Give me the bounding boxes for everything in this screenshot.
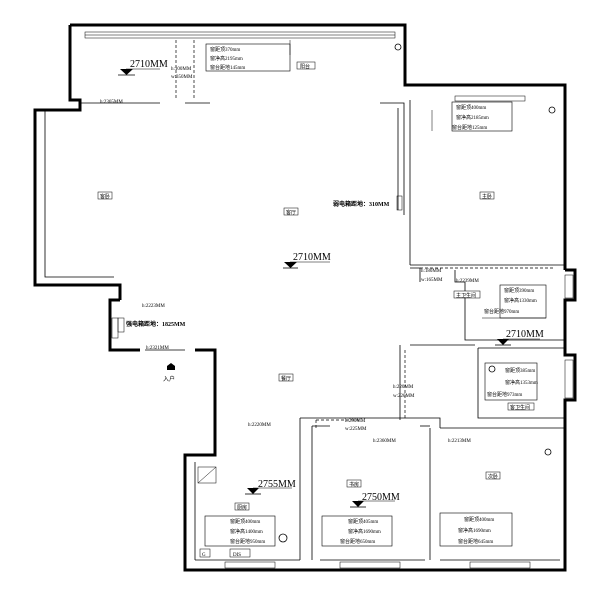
room-label-master-bath: 主卫生间 — [456, 292, 476, 299]
gas-mark: G — [202, 553, 206, 558]
beam-size: h:100MM — [171, 67, 192, 72]
weak-box-label: 弱电箱距地：310MM — [333, 200, 390, 208]
window-note-line: 窗距顶390mm — [504, 287, 534, 294]
window-note-line: 窗台距地973mm — [487, 391, 522, 398]
beam-labels: h:2365MM h:2223MM h:2321MM h:2220MM h:23… — [100, 67, 479, 444]
window-note-line: 窗距顶400mm — [456, 104, 486, 111]
room-label-balcony: 阳台 — [300, 63, 310, 70]
window-note-line: 窗净高2185mm — [456, 114, 489, 121]
drain-icon — [394, 43, 402, 51]
room-tags: 客卧 客厅 主卧 阳台 主卫生间 客卫生间 餐厅 厨房 书房 次卧 入户 — [97, 61, 535, 511]
room-label-guest-bedroom: 客卧 — [100, 193, 110, 200]
window-note-line: 窗距顶400mm — [230, 518, 260, 525]
window-note-line: 窗台距地125mm — [452, 124, 487, 131]
beam-height: h:2321MM — [146, 346, 169, 351]
window-note-bath2: 窗距顶385mm 窗净高1353mm 窗台距地973mm — [484, 362, 538, 401]
fixtures: G DIS — [199, 43, 556, 558]
beam-height: h:2360MM — [373, 439, 396, 444]
drain-icon — [278, 533, 288, 543]
beam-size: w:220MM — [393, 394, 415, 399]
beam-height: h:2239MM — [456, 279, 479, 284]
distribution-boxes: 弱电箱距地：310MM 强电箱距地：1825MM — [117, 195, 403, 333]
window-note-kitchen: 窗距顶400mm 窗净高1400mm 窗台距地950mm — [204, 515, 276, 547]
window-note-line: 窗距顶400mm — [464, 516, 494, 523]
window-note-line: 窗台距地950mm — [230, 538, 265, 545]
window-note-line: 窗净高1690mm — [458, 527, 491, 534]
window-note-study: 窗距顶405mm 窗净高1690mm 窗台距地650mm — [321, 515, 393, 547]
window-note-line: 窗台距地645mm — [458, 538, 493, 545]
entrance-label: 入户 — [163, 375, 175, 383]
height-marker-center: 2710MM — [283, 252, 331, 269]
room-label-kitchen: 厨房 — [237, 504, 247, 511]
window-note-line: 窗距顶370mm — [210, 46, 240, 53]
window-note-line: 窗净高1400mm — [230, 528, 263, 535]
height-marker-study: 2750MM — [350, 492, 400, 508]
beam-size: h:220MM — [393, 385, 414, 390]
window-note-bedroom: 窗距顶400mm 窗净高1690mm 窗台距地645mm — [439, 512, 513, 547]
window-note-line: 窗距顶405mm — [348, 518, 378, 525]
dis-mark: DIS — [233, 553, 241, 558]
beam-size: h:290MM — [345, 419, 366, 424]
height-label: 2710MM — [130, 59, 168, 70]
beam-height: h:2213MM — [448, 439, 471, 444]
home-icon — [167, 363, 175, 370]
drain-icon — [488, 365, 496, 373]
window-note-line: 窗净高1353mm — [505, 379, 538, 386]
window-note-bath1: 窗距顶390mm 窗净高1330mm 窗台距地970mm — [482, 284, 547, 319]
height-label: 2750MM — [362, 492, 400, 503]
window-note-line: 窗距顶385mm — [505, 367, 535, 374]
window-note-master: 窗距顶400mm 窗净高2185mm 窗台距地125mm — [431, 101, 513, 132]
height-label: 2755MM — [258, 479, 296, 490]
room-label-bedroom: 次卧 — [488, 473, 498, 480]
window-note-line: 窗台距地970mm — [484, 308, 519, 315]
beam-size: w:165MM — [421, 278, 443, 283]
height-label: 2710MM — [506, 329, 544, 340]
room-label-guest-bath: 客卫生间 — [510, 404, 530, 411]
window-note-line: 窗净高1690mm — [348, 528, 381, 535]
beam-size: w:225MM — [345, 427, 367, 432]
window-note-line: 窗净高1330mm — [504, 297, 537, 304]
window-note-line: 窗净高2195mm — [210, 55, 243, 62]
beams — [175, 40, 555, 428]
beam-height: h:2220MM — [248, 423, 271, 428]
drain-icon — [548, 106, 556, 114]
room-label-living: 客厅 — [286, 209, 296, 216]
drain-icon — [544, 448, 552, 456]
window-note-line: 窗台距地650mm — [340, 538, 375, 545]
height-marker-top-left: 2710MM — [118, 59, 168, 76]
beam-height: h:2223MM — [142, 304, 165, 309]
windows — [84, 31, 574, 569]
beam-height: h:2365MM — [100, 100, 123, 105]
height-marker-right: 2710MM — [495, 329, 544, 346]
window-note-balcony: 窗距顶370mm 窗净高2195mm 窗台距地145mm — [205, 40, 291, 72]
room-label-study: 书房 — [349, 481, 359, 488]
height-marker-kitchen: 2755MM — [245, 479, 296, 495]
beam-size: w:350MM — [171, 75, 193, 80]
window-note-line: 窗台距地145mm — [210, 64, 245, 71]
beam-size: h:180MM — [421, 269, 442, 274]
room-label-dining: 餐厅 — [281, 375, 291, 382]
room-label-master: 主卧 — [482, 193, 492, 200]
height-label: 2710MM — [293, 252, 331, 263]
strong-box-label: 强电箱距地：1825MM — [126, 320, 186, 328]
